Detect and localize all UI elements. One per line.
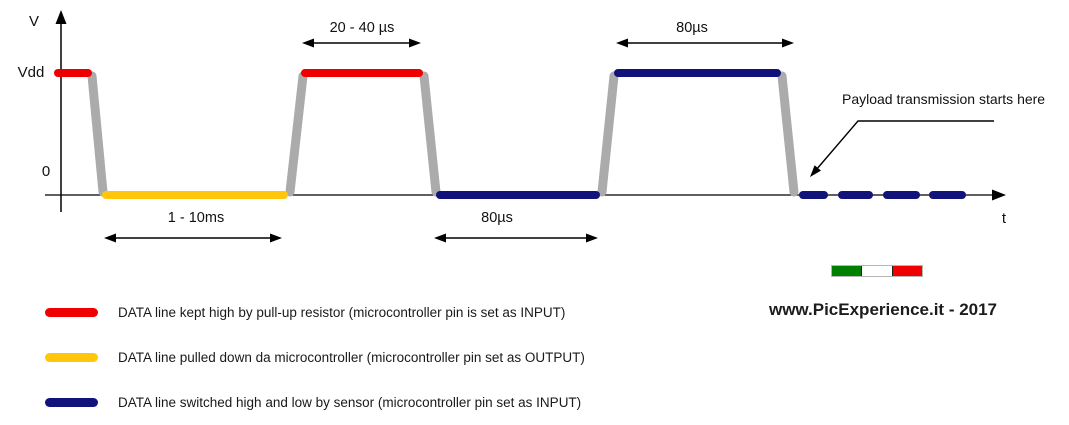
legend-item-red: DATA line kept high by pull-up resistor … [45,302,565,322]
dim-arrow-sensor-high: 80µs [616,20,794,48]
legend-label-yellow: DATA line pulled down da microcontroller… [118,349,585,365]
dim-label-host-low: 1 - 10ms [168,210,224,226]
payload-callout: Payload transmission starts here [810,91,1045,177]
payload-arrow-icon [810,165,821,177]
y-axis [55,10,67,212]
dim-label-sensor-low: 80µs [481,210,513,226]
timing-diagram: V Vdd 0 t [18,10,1045,243]
y-axis-label: V [29,13,39,30]
dim-arrow-host-high: 20 - 40 µs [302,20,421,48]
navy-line-swatch [45,397,98,407]
x-axis-label: t [1002,210,1007,227]
dim-arrow-host-low: 1 - 10ms [104,210,282,243]
website-credit: www.PicExperience.it - 2017 [768,300,998,319]
italian-flag-icon [831,265,923,277]
zero-label: 0 [42,163,50,180]
payload-note-label: Payload transmission starts here [842,91,1045,107]
flag-white-band [861,266,893,276]
rising-edge-1 [285,71,308,197]
dim-arrow-sensor-low: 80µs [434,210,598,243]
flag-red-band [892,266,922,276]
y-axis-arrow-icon [55,10,67,24]
falling-edge-1 [87,71,108,197]
falling-edge-3 [777,71,799,197]
dim-label-host-high: 20 - 40 µs [330,20,395,36]
dim-label-sensor-high: 80µs [676,20,708,36]
x-axis-arrow-icon [992,189,1006,201]
yellow-line-swatch [45,352,98,362]
legend-label-navy: DATA line switched high and low by senso… [118,394,582,410]
vdd-label: Vdd [18,64,45,81]
falling-edge-2 [419,71,441,197]
legend-item-yellow: DATA line pulled down da microcontroller… [45,347,585,367]
legend-label-red: DATA line kept high by pull-up resistor … [118,304,566,320]
red-line-swatch [45,307,98,317]
waveform-gray-edges [87,71,799,197]
legend-item-navy: DATA line switched high and low by senso… [45,392,581,412]
rising-edge-2 [597,71,619,197]
flag-green-band [832,266,862,276]
waveform-levels [54,69,781,199]
